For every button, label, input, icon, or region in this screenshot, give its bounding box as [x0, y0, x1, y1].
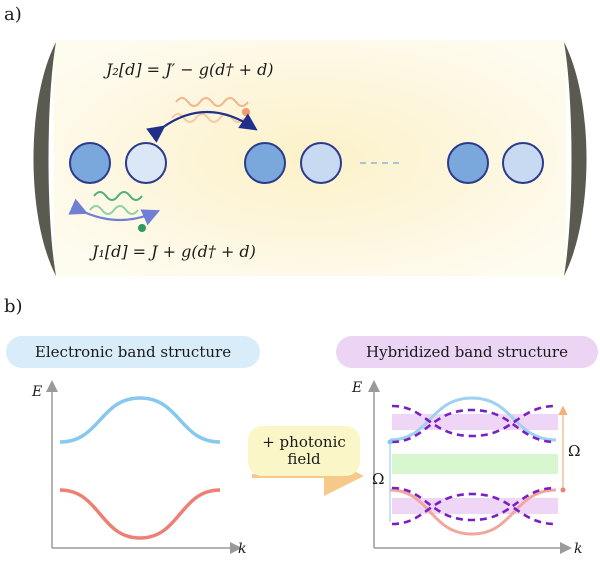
site-4	[300, 142, 342, 184]
lower-band	[59, 488, 221, 540]
hopping-arrow-j2	[146, 111, 258, 143]
left-axis-k-label: k	[238, 541, 247, 557]
hybridized-band-title: Hybridized band structure	[336, 336, 598, 368]
shade-gap	[392, 454, 558, 474]
photonic-field-line2: field	[287, 450, 321, 468]
formula-j2: J₂[d] = J′ − g(d† + d)	[106, 60, 274, 79]
hybrid-base-upper	[389, 396, 557, 442]
electronic-band-title: Electronic band structure	[6, 336, 260, 368]
left-mirror	[33, 42, 56, 276]
shade-upper	[392, 414, 558, 430]
photonic-field-label: + photonic field	[248, 426, 360, 476]
formula-j1: J₁[d] = J + g(d† + d)	[92, 242, 256, 261]
site-6	[502, 142, 544, 184]
photon-wave-top-1	[175, 97, 249, 107]
omega-dot-left	[387, 439, 393, 445]
photon-dot-top	[242, 108, 250, 116]
omega-dot-right	[560, 487, 566, 493]
upper-band	[59, 396, 221, 444]
right-axis-k-label: k	[574, 541, 583, 557]
photonic-field-line1: + photonic	[262, 433, 346, 451]
hybrid-band-4	[391, 492, 557, 526]
panel-b-label: b)	[4, 296, 23, 317]
right-mirror	[564, 42, 587, 276]
site-1	[69, 142, 111, 184]
hybrid-band-3	[391, 486, 557, 522]
photon-dot-bottom	[138, 224, 146, 232]
hybrid-band-1	[391, 404, 557, 438]
hybrid-base-lower	[389, 488, 557, 536]
site-2	[125, 142, 167, 184]
hopping-arrow-j1	[68, 198, 161, 226]
site-3	[244, 142, 286, 184]
omega-label-left: Ω	[372, 470, 385, 488]
panel-a-label: a)	[4, 4, 22, 25]
site-5	[447, 142, 489, 184]
right-axis-e-label: E	[352, 380, 363, 396]
hybrid-band-2	[391, 408, 557, 444]
left-axis-e-label: E	[32, 384, 43, 400]
omega-label-right: Ω	[568, 442, 581, 460]
